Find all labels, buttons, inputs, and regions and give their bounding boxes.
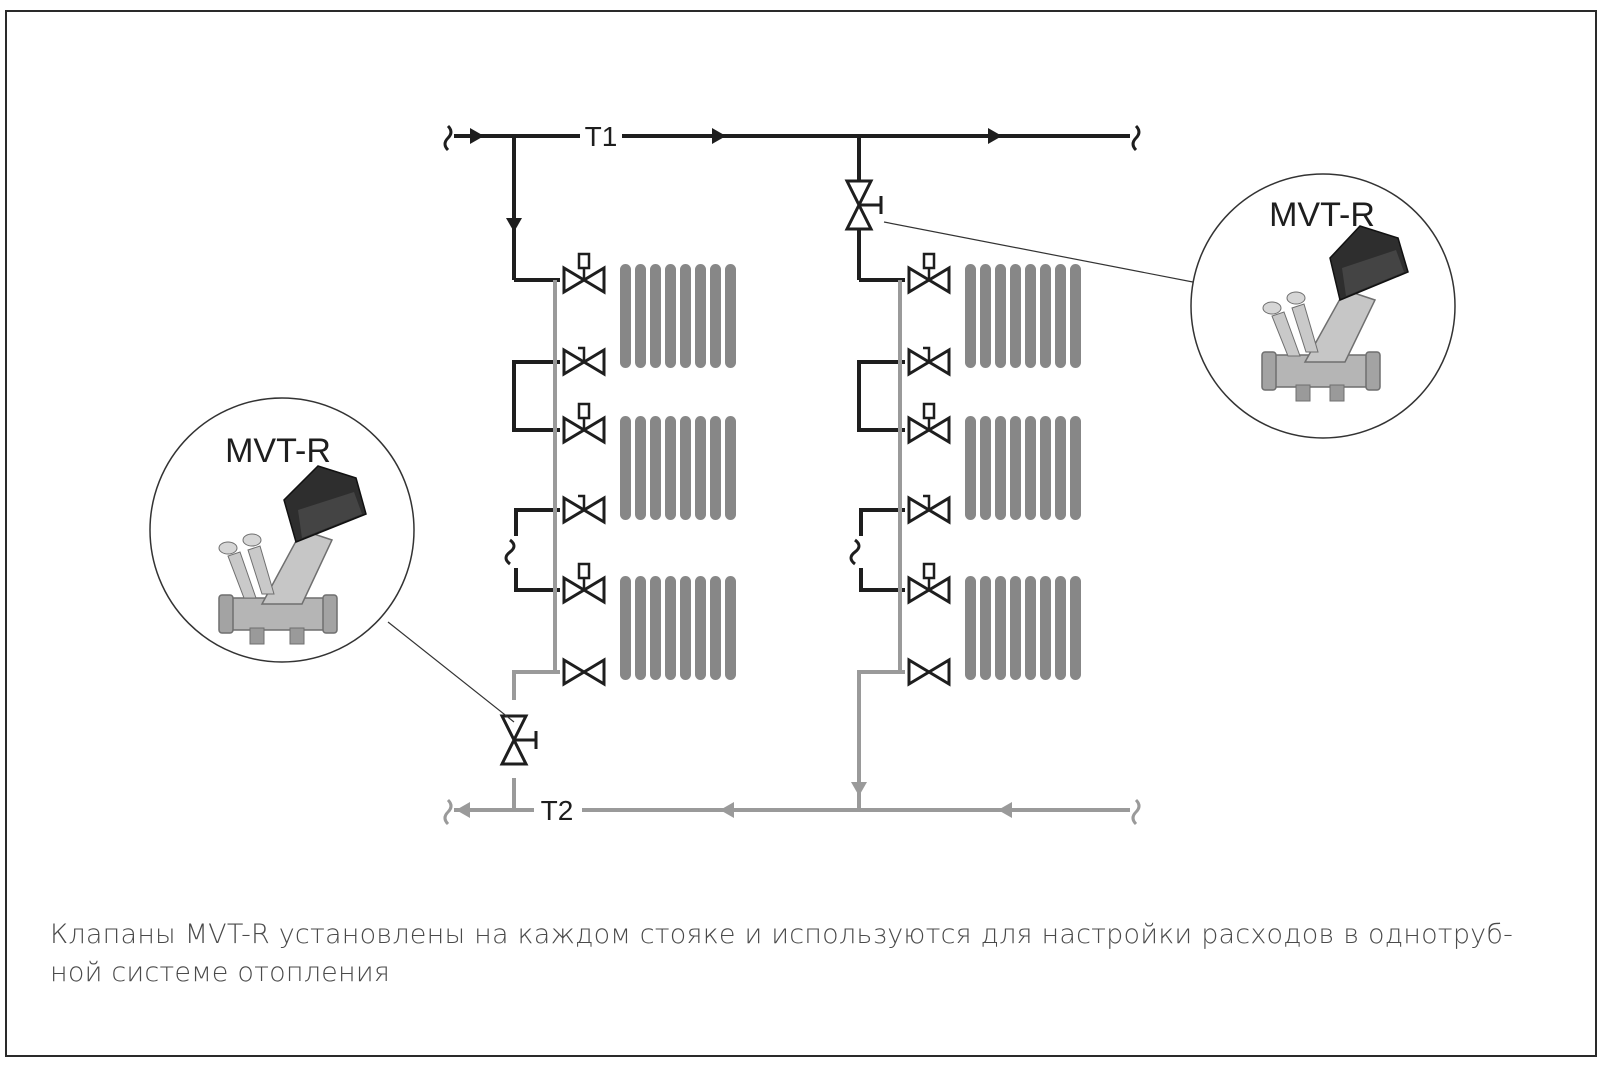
mvt-r-valve-symbol: [845, 179, 883, 231]
thermostatic-valve: [562, 562, 606, 604]
right-riser: [845, 136, 1081, 810]
return-label: T2: [541, 795, 574, 826]
caption-line-1: Клапаны MVT-R установлены на каждом стоя…: [50, 919, 1514, 950]
diagram-caption: Клапаны MVT-R установлены на каждом стоя…: [50, 916, 1514, 992]
thermostatic-valve: [907, 402, 951, 444]
lockshield-valve: [907, 658, 951, 686]
callout-left: MVT-R: [149, 397, 415, 663]
radiator: [620, 576, 736, 680]
lockshield-valve: [562, 494, 606, 524]
thermostatic-valve: [907, 252, 951, 294]
thermostatic-valve: [907, 562, 951, 604]
caption-line-2: ной системе отопления: [50, 957, 390, 988]
lockshield-valve: [562, 658, 606, 686]
left-riser: [500, 136, 736, 810]
radiator: [965, 576, 1081, 680]
radiator: [965, 264, 1081, 368]
lockshield-valve: [907, 346, 951, 376]
valve-product-image: [218, 465, 367, 645]
lockshield-valve: [562, 346, 606, 376]
supply-flow-arrows: [470, 128, 1002, 232]
thermostatic-valve: [562, 252, 606, 294]
thermostatic-valve: [562, 402, 606, 444]
radiator: [620, 416, 736, 520]
callout-label: MVT-R: [225, 432, 331, 470]
callout-label: MVT-R: [1269, 196, 1375, 234]
mvt-r-valve-symbol: [500, 714, 538, 766]
callout-right: MVT-R: [1190, 173, 1456, 439]
supply-main: [443, 124, 1141, 152]
radiator: [965, 416, 1081, 520]
callout-leaders: [387, 221, 1199, 723]
supply-label: T1: [585, 121, 618, 152]
radiator: [620, 264, 736, 368]
diagram-frame: [5, 10, 1597, 1057]
lockshield-valve: [907, 494, 951, 524]
valve-product-image: [1261, 225, 1409, 402]
return-flow-arrows: [456, 782, 1012, 818]
